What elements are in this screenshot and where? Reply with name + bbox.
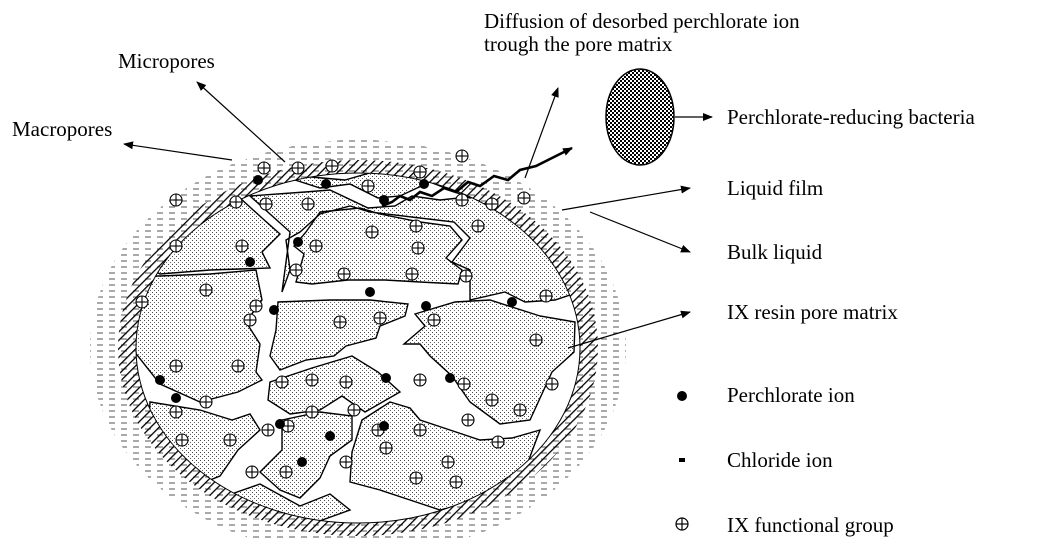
- functional-group-mark: [176, 434, 188, 446]
- functional-group-mark: [340, 456, 352, 468]
- resin-matrix-label: IX resin pore matrix: [727, 301, 898, 324]
- micropores-label: Micropores: [118, 50, 215, 73]
- chloride-ion-legend-label: Chloride ion: [727, 449, 833, 472]
- functional-group-legend-label: IX functional group: [727, 514, 894, 537]
- functional-group-mark: [236, 240, 248, 252]
- perchlorate-ion-mark: [381, 373, 391, 383]
- functional-group-mark: [244, 314, 256, 326]
- functional-group-mark: [262, 424, 274, 436]
- perchlorate-ion-mark: [507, 297, 517, 307]
- functional-group-mark: [348, 404, 360, 416]
- functional-group-mark: [338, 268, 350, 280]
- perchlorate-ion-mark: [245, 257, 255, 267]
- functional-group-mark: [486, 198, 498, 210]
- functional-group-mark: [546, 378, 558, 390]
- functional-group-mark: [450, 476, 462, 488]
- bulk-liquid-label: Bulk liquid: [727, 241, 822, 264]
- functional-group-mark: [340, 376, 352, 388]
- functional-group-mark: [290, 264, 302, 276]
- functional-group-mark: [260, 198, 272, 210]
- functional-group-mark: [224, 434, 236, 446]
- functional-group-mark: [292, 162, 304, 174]
- functional-group-mark: [280, 466, 292, 478]
- functional-group-mark: [460, 270, 472, 282]
- functional-group-mark: [412, 242, 424, 254]
- functional-group-mark: [334, 316, 346, 328]
- perchlorate-ion-mark: [155, 375, 165, 385]
- functional-group-mark: [200, 284, 212, 296]
- functional-group-mark: [232, 360, 244, 372]
- functional-group-mark: [456, 150, 468, 162]
- bacteria-icon: [606, 69, 674, 165]
- perchlorate-ion-mark: [253, 175, 263, 185]
- perchlorate-ion-mark: [379, 421, 389, 431]
- perchlorate-ion-mark: [325, 431, 335, 441]
- functional-group-mark: [472, 220, 484, 232]
- functional-group-mark: [170, 406, 182, 418]
- perchlorate-ion-legend-label: Perchlorate ion: [727, 384, 855, 407]
- perchlorate-ion-mark: [421, 301, 431, 311]
- functional-group-mark: [276, 376, 288, 388]
- functional-group-mark: [414, 374, 426, 386]
- functional-group-mark: [414, 166, 426, 178]
- functional-group-mark: [456, 194, 468, 206]
- perchlorate-ion-mark: [379, 195, 389, 205]
- perchlorate-ion-legend-icon: [677, 391, 687, 401]
- functional-group-mark: [380, 442, 392, 454]
- perchlorate-ion-mark: [365, 287, 375, 297]
- liquid-film-label: Liquid film: [727, 177, 823, 200]
- perchlorate-ion-mark: [293, 237, 303, 247]
- perchlorate-ion-mark: [269, 305, 279, 315]
- perchlorate-ion-mark: [419, 179, 429, 189]
- functional-group-mark: [514, 404, 526, 416]
- functional-group-mark: [246, 466, 258, 478]
- functional-group-mark: [306, 406, 318, 418]
- functional-group-mark: [366, 226, 378, 238]
- perchlorate-ion-mark: [171, 393, 181, 403]
- functional-group-mark: [170, 194, 182, 206]
- functional-group-mark: [170, 360, 182, 372]
- functional-group-mark: [410, 472, 422, 484]
- functional-group-mark: [362, 180, 374, 192]
- diffusion-label: Diffusion of desorbed perchlorate ion tr…: [484, 10, 844, 56]
- functional-group-mark: [170, 240, 182, 252]
- functional-group-mark: [406, 268, 418, 280]
- functional-group-mark: [530, 334, 542, 346]
- bacteria-label: Perchlorate-reducing bacteria: [727, 106, 975, 129]
- functional-group-mark: [428, 314, 440, 326]
- perchlorate-ion-mark: [321, 179, 331, 189]
- perchlorate-ion-mark: [275, 419, 285, 429]
- functional-group-mark: [492, 436, 504, 448]
- functional-group-mark: [136, 296, 148, 308]
- functional-group-mark: [410, 220, 422, 232]
- perchlorate-ion-mark: [297, 457, 307, 467]
- functional-group-mark: [540, 290, 552, 302]
- functional-group-legend-icon: [676, 518, 688, 530]
- macropores-label: Macropores: [12, 118, 112, 141]
- micropores-pointer: [197, 82, 285, 162]
- functional-group-mark: [306, 374, 318, 386]
- functional-group-mark: [518, 192, 530, 204]
- functional-group-mark: [310, 240, 322, 252]
- bulk-liquid-pointer: [590, 212, 690, 252]
- functional-group-mark: [458, 378, 470, 390]
- functional-group-mark: [442, 456, 454, 468]
- functional-group-mark: [486, 394, 498, 406]
- macropores-pointer: [124, 144, 232, 160]
- perchlorate-ion-mark: [445, 373, 455, 383]
- functional-group-mark: [250, 300, 262, 312]
- functional-group-mark: [302, 198, 314, 210]
- chloride-ion-legend-icon: [679, 458, 685, 462]
- functional-group-mark: [414, 424, 426, 436]
- functional-group-mark: [462, 414, 474, 426]
- functional-group-mark: [374, 312, 386, 324]
- functional-group-mark: [326, 160, 338, 172]
- functional-group-mark: [230, 196, 242, 208]
- functional-group-mark: [200, 396, 212, 408]
- liquid-film-pointer: [562, 188, 690, 210]
- functional-group-mark: [258, 162, 270, 174]
